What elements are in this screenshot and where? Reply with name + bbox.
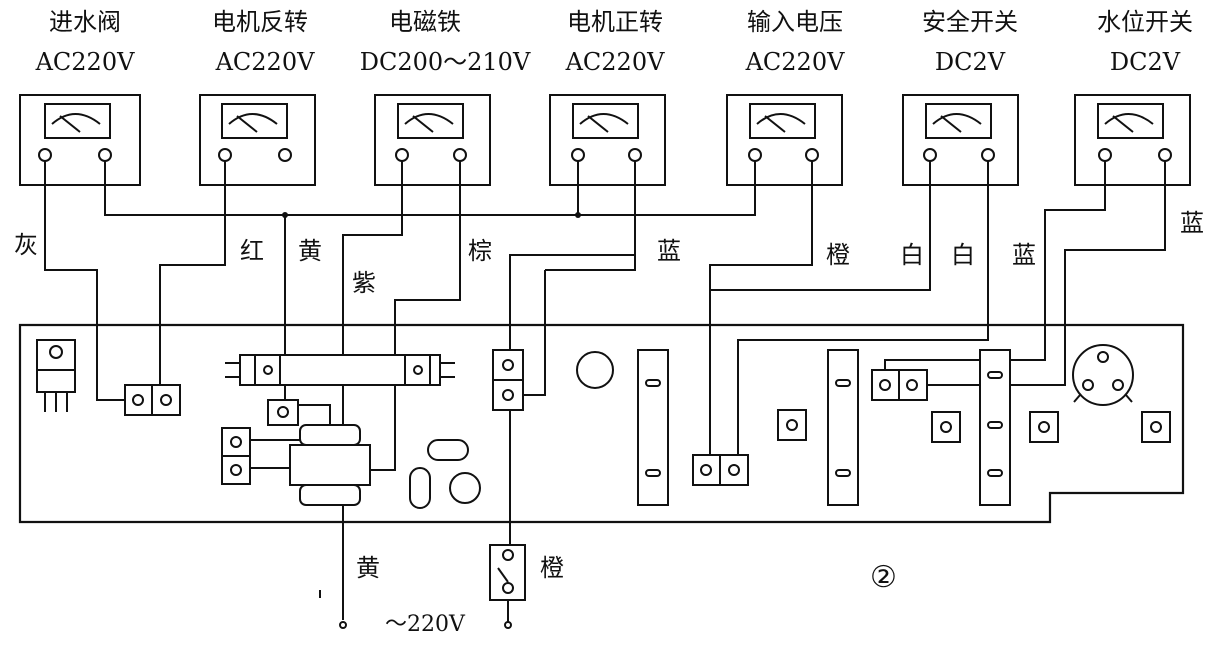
wire-label-orange-top: 橙	[826, 241, 850, 269]
wires	[44, 161, 1166, 620]
meter-2-name: 电机反转	[212, 8, 308, 36]
connector-middle	[492, 349, 524, 411]
square-terminal-1	[777, 409, 807, 441]
connector-1	[124, 384, 181, 416]
meter-7-rating: DC2V	[1109, 48, 1181, 76]
wire-label-gray: 灰	[14, 231, 38, 259]
meter-1	[19, 94, 141, 186]
wire-label-yellow-top: 黄	[298, 237, 322, 265]
meter-4-name: 电机正转	[567, 8, 663, 36]
meter-5	[726, 94, 843, 186]
meter-3-name: 电磁铁	[389, 8, 461, 36]
supply-terminal-right	[504, 621, 512, 629]
vertical-module-3	[979, 349, 1011, 506]
supply-terminal-left	[339, 621, 347, 629]
wire-label-yellow-bottom: 黄	[356, 554, 380, 582]
meter-5-name: 输入电压	[747, 8, 843, 36]
wire-label-red: 红	[240, 237, 264, 265]
meter-2-rating: AC220V	[215, 48, 315, 76]
meter-3	[374, 94, 491, 186]
meter-7	[1074, 94, 1191, 186]
connector-far-right	[871, 369, 928, 401]
wire-label-blue-mid: 蓝	[657, 237, 681, 265]
meter-7-name: 水位开关	[1097, 8, 1193, 36]
round-component	[576, 351, 614, 389]
vertical-module-2	[827, 349, 859, 506]
meter-3-rating: DC200～210V	[359, 48, 531, 76]
meter-6-name: 安全开关	[922, 8, 1018, 36]
meter-6	[902, 94, 1019, 186]
wire-label-brown: 棕	[468, 237, 492, 265]
meter-5-rating: AC220V	[745, 48, 845, 76]
transistor-component	[36, 339, 76, 412]
meter-4-rating: AC220V	[565, 48, 665, 76]
wire-label-blue-right: 蓝	[1012, 241, 1036, 269]
square-terminal-4	[1141, 411, 1171, 443]
door-switch	[489, 544, 526, 622]
wire-label-white-2: 白	[951, 241, 975, 269]
meter-4	[549, 94, 666, 186]
square-terminal-2	[931, 411, 961, 443]
figure-number: ②	[870, 560, 897, 595]
socket-component	[1072, 344, 1134, 406]
meter-1-name: 进水阀	[49, 8, 121, 36]
small-connector	[267, 399, 299, 426]
wire-label-blue-far: 蓝	[1180, 209, 1204, 237]
vertical-module-1	[637, 349, 669, 506]
wire-label-orange-bottom: 橙	[540, 554, 564, 582]
transformer	[289, 424, 371, 506]
meter-6-rating: DC2V	[934, 48, 1006, 76]
connector-left-double	[221, 427, 251, 485]
pcb-outline	[18, 323, 1185, 524]
oval-component	[409, 439, 481, 509]
meter-2	[199, 94, 316, 186]
relay-component	[225, 354, 455, 386]
meter-1-rating: AC220V	[35, 48, 135, 76]
wire-label-purple: 紫	[352, 269, 376, 297]
connector-right-pair	[692, 454, 749, 486]
wire-label-white-1: 白	[900, 241, 924, 269]
supply-voltage-label: ～220V	[385, 612, 465, 637]
square-terminal-3	[1029, 411, 1059, 443]
